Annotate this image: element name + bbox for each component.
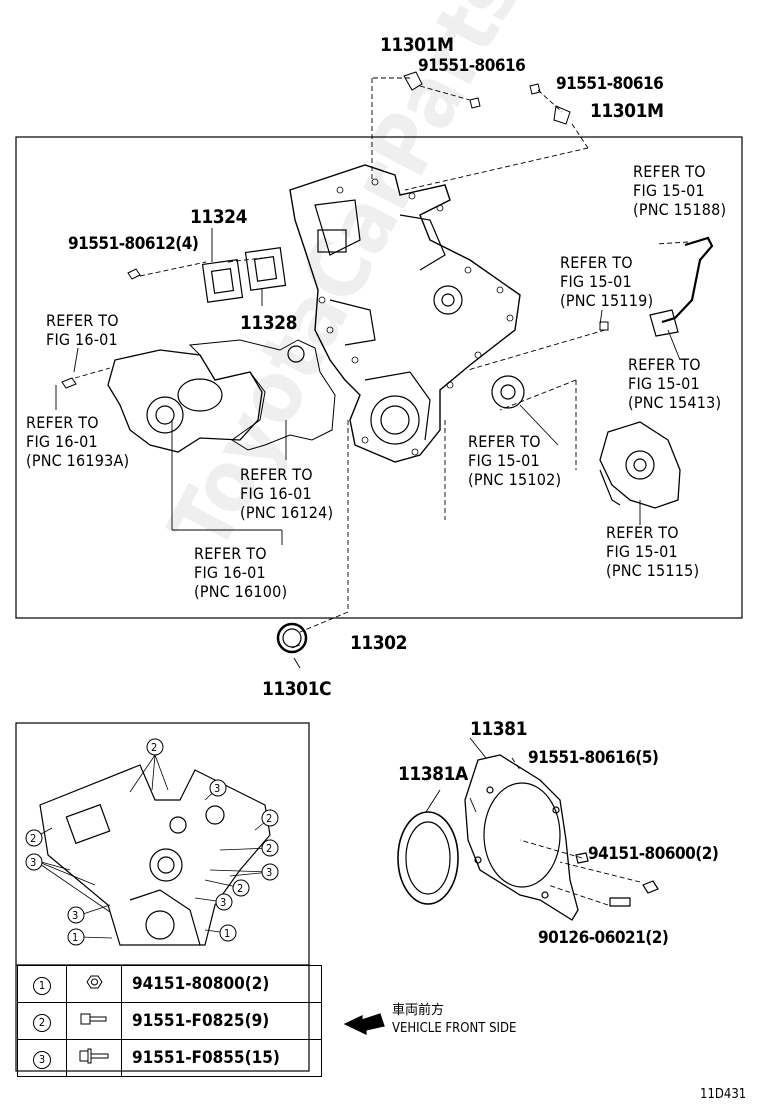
callout-3: 3 [220,896,227,909]
vehicle-front-arrow [343,1013,385,1035]
callout-3: 3 [30,856,37,869]
part-label-90126-06021-2: 90126-06021(2) [538,928,669,948]
part-label-11328: 11328 [240,312,297,334]
part-label-91551-80616: 91551-80616 [556,74,664,94]
legend-row: 2 91551-F0825(9) [17,1002,322,1040]
oil-pump-rotor [491,375,525,409]
part-label-11301c: 11301C [262,678,332,700]
part-label-11381a: 11381A [398,763,468,785]
legend-number: 1 [33,976,51,995]
flange-bolt-icon [66,1039,122,1077]
callout-2: 2 [237,882,244,895]
bolt-icon [66,1002,122,1040]
refer-to-fig-16-01[interactable]: REFER TO FIG 16-01 [46,311,119,349]
callout-3: 3 [72,909,79,922]
water-pump-gasket [188,339,336,451]
refer-to-pnc-16124[interactable]: REFER TO FIG 16-01 (PNC 16124) [240,465,334,522]
callout-3: 3 [266,866,273,879]
refer-to-pnc-16100[interactable]: REFER TO FIG 16-01 (PNC 16100) [194,544,288,601]
refer-to-pnc-15102[interactable]: REFER TO FIG 15-01 (PNC 15102) [468,432,562,489]
figure-code: 11D431 [700,1087,747,1102]
gasket-11324 [201,259,244,303]
gasket-11328 [244,247,287,291]
part-label-11324: 11324 [190,206,247,228]
legend-row: 3 91551-F0855(15) [17,1039,322,1077]
callout-2: 2 [30,832,37,845]
nut-icon [66,965,122,1003]
part-label-11301m: 11301M [380,34,454,56]
timing-cover-outline [289,164,521,463]
legend-row: 1 94151-80800(2) [17,965,322,1003]
legend-part-number[interactable]: 91551-F0825(9) [121,1002,322,1040]
callout-2: 2 [266,812,273,825]
legend-number: 2 [33,1013,51,1032]
legend-number: 3 [33,1050,51,1069]
part-label-94151-80600-2: 94151-80600(2) [588,844,719,864]
refer-to-pnc-15413[interactable]: REFER TO FIG 15-01 (PNC 15413) [628,355,722,412]
refer-to-pnc-15119[interactable]: REFER TO FIG 15-01 (PNC 15119) [560,253,654,310]
oil-pump-outline [599,421,681,509]
part-label-91551-80612: 91551-80612(4) [68,234,199,254]
callout-2: 2 [266,842,273,855]
oil-seal-11381a [397,811,459,905]
refer-to-pnc-15115[interactable]: REFER TO FIG 15-01 (PNC 15115) [606,523,700,580]
inset-cover-outline [39,764,271,946]
callout-2: 2 [151,741,158,754]
part-label-91551-80616-5: 91551-80616(5) [528,748,659,768]
part-label-11381: 11381 [470,718,527,740]
direction-label-jp: 車両前方 [392,1003,445,1018]
part-label-91551-80616: 91551-80616 [418,56,526,76]
legend-part-number[interactable]: 91551-F0855(15) [121,1039,322,1077]
oil-pipe [661,236,714,324]
callout-1: 1 [72,931,79,944]
part-label-11302: 11302 [350,632,407,654]
main-frame [15,136,743,619]
part-label-11301m: 11301M [590,100,664,122]
rear-oil-seal-retainer [464,754,579,921]
callout-1: 1 [224,927,231,940]
refer-to-pnc-16193a[interactable]: REFER TO FIG 16-01 (PNC 16193A) [26,413,130,470]
oil-seal-11301c [276,622,308,654]
direction-label-en: VEHICLE FRONT SIDE [392,1021,517,1036]
fastener-legend: 1 94151-80800(2) 2 91551-F0825(9) 3 9155… [17,965,322,1077]
callout-3: 3 [214,782,221,795]
legend-part-number[interactable]: 94151-80800(2) [121,965,322,1003]
refer-to-pnc-15188[interactable]: REFER TO FIG 15-01 (PNC 15188) [633,162,727,219]
